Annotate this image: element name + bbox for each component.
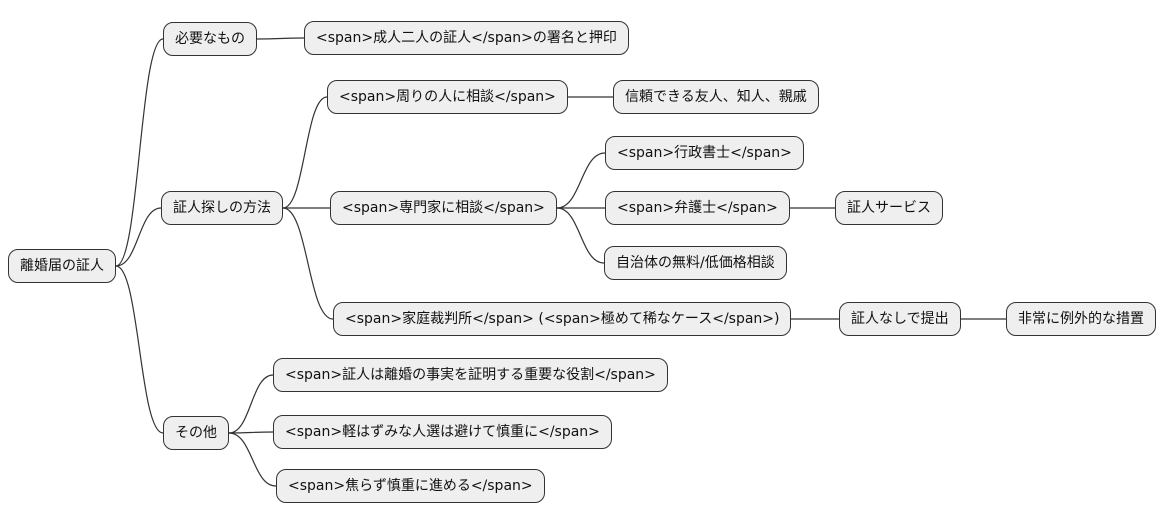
mindmap-edge-root-how-to-find xyxy=(115,207,162,267)
mindmap-edge-ask-expert-gyosei-shoshi xyxy=(556,152,606,209)
mindmap-edge-others-role xyxy=(228,374,274,434)
mindmap-edge-ask-expert-municipal xyxy=(556,207,605,264)
mindmap-edge-how-to-find-family-court xyxy=(282,207,334,320)
mindmap-node-careful-choice: <span>軽はずみな人選は避けて慎重に</span> xyxy=(273,415,612,449)
mindmap-node-needed: 必要なもの xyxy=(163,22,257,56)
mindmap-node-ask-expert: <span>専門家に相談</span> xyxy=(330,191,557,225)
mindmap-edge-needed-needed-detail xyxy=(256,37,305,40)
mindmap-node-root: 離婚届の証人 xyxy=(8,249,116,283)
mindmap-edge-others-take-time xyxy=(228,432,277,487)
mindmap-node-family-court: <span>家庭裁判所</span> (<span>極めて稀なケース</span… xyxy=(333,302,792,336)
mindmap-edge-others-careful-choice xyxy=(228,431,274,434)
mindmap-node-exceptional: 非常に例外的な措置 xyxy=(1006,302,1156,336)
mindmap-node-gyosei-shoshi: <span>行政書士</span> xyxy=(605,136,804,170)
mindmap-node-how-to-find: 証人探しの方法 xyxy=(161,191,283,225)
mindmap-node-municipal: 自治体の無料/低価格相談 xyxy=(604,246,787,280)
mindmap-node-role: <span>証人は離婚の事実を証明する重要な役割</span> xyxy=(273,358,668,392)
mindmap-node-needed-detail: <span>成人二人の証人</span>の署名と押印 xyxy=(304,21,629,55)
mindmap-edge-root-needed xyxy=(115,38,164,267)
mindmap-node-ask-around: <span>周りの人に相談</span> xyxy=(327,80,568,114)
mindmap-node-no-witness: 証人なしで提出 xyxy=(839,302,961,336)
mindmap-edge-how-to-find-ask-around xyxy=(282,96,328,209)
mindmap-node-take-time: <span>焦らず慎重に進める</span> xyxy=(276,469,545,503)
mindmap-edge-root-others xyxy=(115,265,164,434)
mindmap-node-bengoshi: <span>弁護士</span> xyxy=(605,191,790,225)
mindmap-node-ask-around-detail: 信頼できる友人、知人、親戚 xyxy=(613,80,819,114)
mindmap-node-others: その他 xyxy=(163,416,229,450)
mindmap-node-witness-service: 証人サービス xyxy=(835,191,943,225)
